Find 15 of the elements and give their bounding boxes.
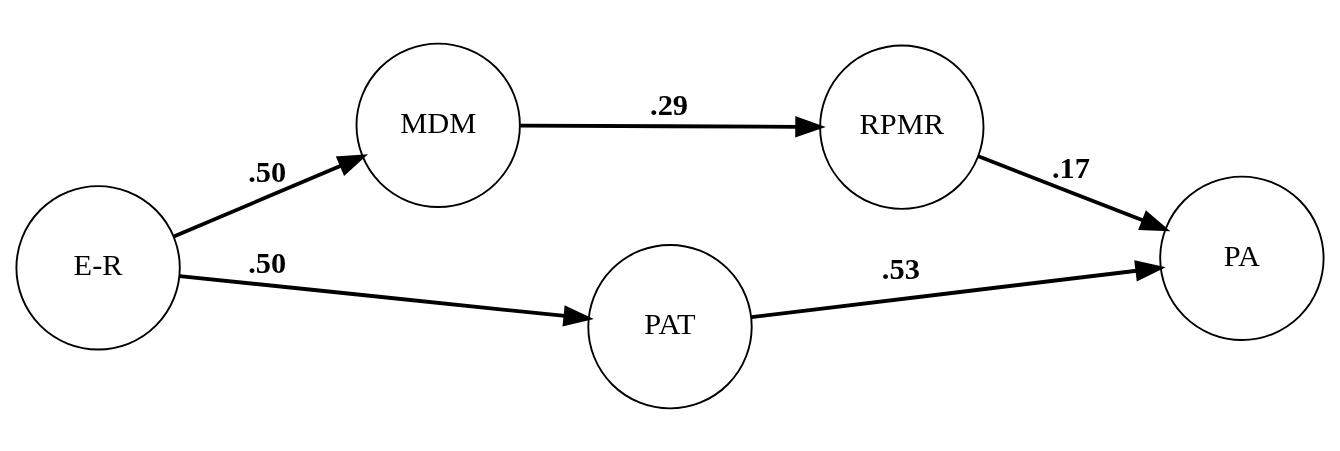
arrow [179, 273, 594, 326]
arrow [520, 115, 826, 137]
arrow [977, 154, 1171, 231]
arrow [751, 259, 1166, 319]
arrow [173, 153, 368, 238]
node-circle: PAT [587, 243, 753, 409]
edge-label: .17 [1051, 150, 1090, 185]
node-circle: E-R [15, 184, 181, 350]
node-circle: MDM [355, 42, 521, 208]
edge-label: .29 [650, 87, 689, 122]
node-circle: RPMR [819, 44, 985, 210]
node-circle: PA [1159, 175, 1325, 341]
edge-label: .50 [248, 154, 287, 189]
edge-label: .50 [248, 245, 287, 280]
edge-label: .53 [881, 251, 920, 286]
